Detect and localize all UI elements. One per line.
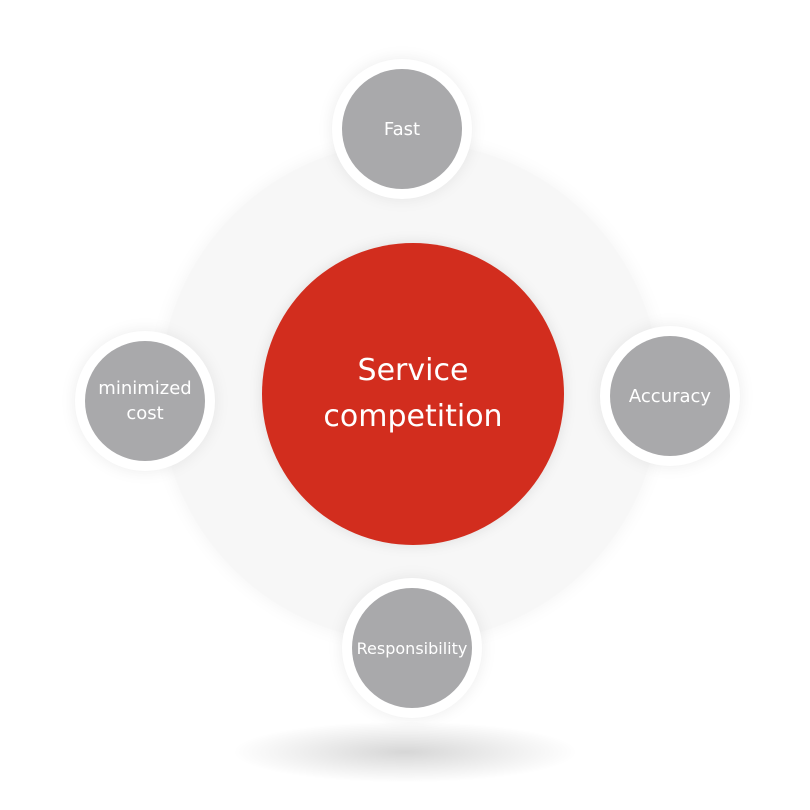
ground-shadow [235, 722, 575, 782]
node-minimized-cost: minimized cost [85, 341, 205, 461]
node-fast-label: Fast [383, 118, 421, 140]
node-accuracy-label: Accuracy [628, 385, 712, 407]
node-accuracy-halo: Accuracy [600, 326, 740, 466]
node-minimized-cost-halo: minimized cost [75, 331, 215, 471]
center-label: Service competition [323, 353, 503, 434]
center-circle: Service competition [262, 243, 564, 545]
node-minimized-cost-label: minimized cost [98, 378, 192, 424]
node-responsibility-label: Responsibility [356, 638, 468, 658]
node-accuracy: Accuracy [610, 336, 730, 456]
node-fast-halo: Fast [332, 59, 472, 199]
node-responsibility-halo: Responsibility [342, 578, 482, 718]
node-responsibility: Responsibility [352, 588, 472, 708]
node-fast: Fast [342, 69, 462, 189]
